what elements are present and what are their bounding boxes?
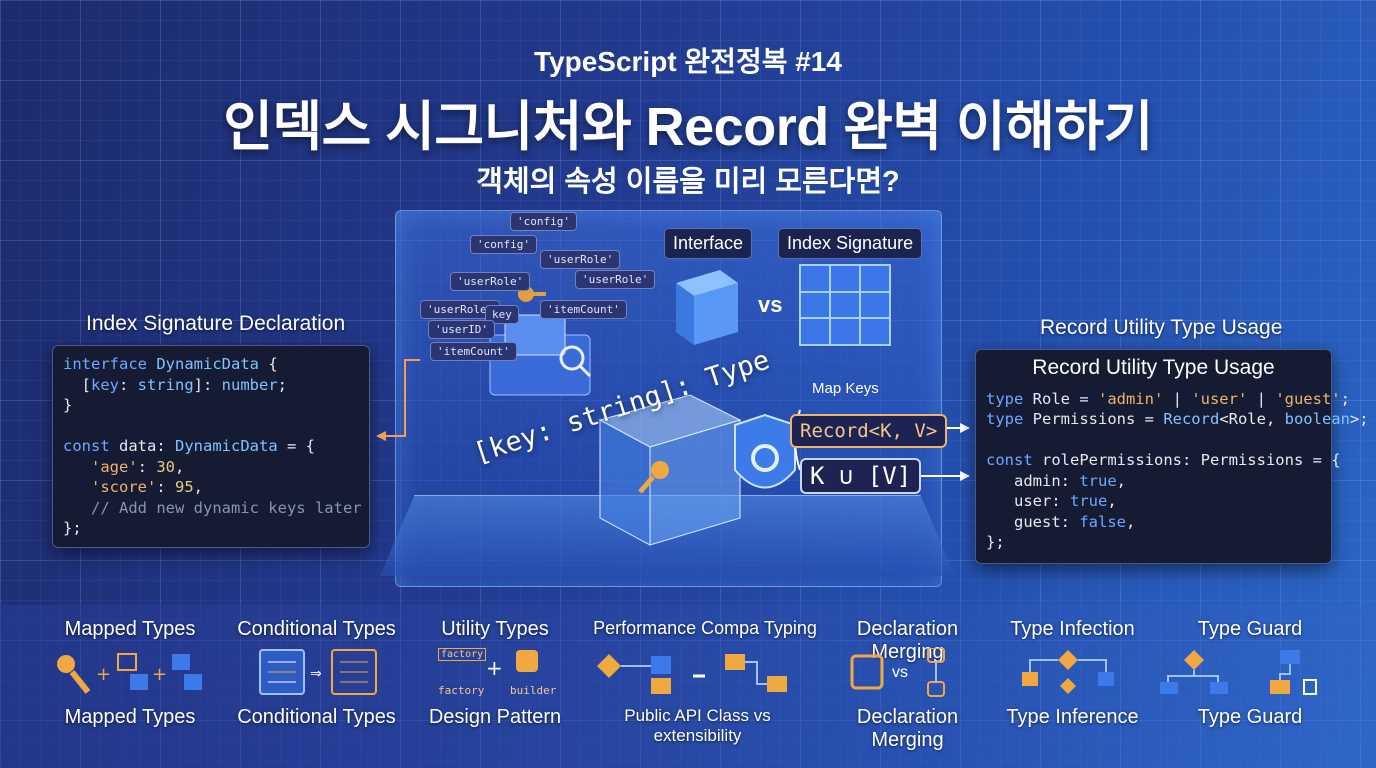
- code-line: };: [986, 533, 1005, 551]
- factory-label: factory: [438, 684, 485, 697]
- record-code-panel: Record Utility Type Usage type Role = 'ad…: [975, 349, 1369, 564]
- code-line: const rolePermissions: Permissions = {: [986, 451, 1341, 469]
- series-subtitle: TypeScript 완전정복 #14: [534, 46, 842, 77]
- declaration-merging-icon: [850, 648, 945, 697]
- builder-icon: [516, 650, 538, 672]
- index-signature-grid-icon: [799, 264, 891, 346]
- page-title: 인덱스 시그니처와 Record 완벽 이해하기: [223, 97, 1153, 157]
- code-line: guest: false,: [986, 512, 1136, 531]
- builder-label: builder: [510, 684, 557, 697]
- code-line: type Permissions = Record<Role, boolean>…: [986, 410, 1369, 428]
- type-guard-icon: [1160, 650, 1317, 695]
- feature-type-infection-title: Type Infection: [1010, 618, 1135, 640]
- key-tag: key: [485, 305, 519, 324]
- record-usage-label: Record Utility Type Usage: [1040, 316, 1283, 339]
- feature-performance-title: Performance Compa Typing: [593, 618, 817, 638]
- gold-key-icon: [638, 461, 669, 494]
- feature-design-pattern-caption: Design Pattern: [428, 706, 562, 728]
- mapped-types-icon: + +: [57, 653, 202, 694]
- feature-public-api-caption: Public API Class vs extensibility: [624, 706, 771, 745]
- key-tag: 'itemCount': [430, 342, 517, 361]
- index-signature-label: Index Signature Declaration: [86, 312, 346, 335]
- feature-mapped-types-caption: Mapped Types: [64, 706, 196, 728]
- interface-cube-icon: [676, 270, 738, 345]
- feature-conditional-types-title: Conditional Types: [237, 618, 396, 640]
- feature-type-guard-title: Type Guard: [1197, 618, 1303, 640]
- conditional-types-icon: ⇒: [259, 649, 377, 695]
- interface-label: Interface: [664, 228, 753, 259]
- factory-tag: factory: [438, 648, 487, 661]
- key-tag: 'userRole': [575, 270, 656, 289]
- key-tag: 'config': [470, 235, 537, 254]
- code-line: user: true,: [986, 492, 1117, 510]
- index-signature-code-panel: interface DynamicData { [key: string]: n…: [52, 345, 370, 548]
- feature-utility-types-title: Utility Types: [441, 618, 549, 640]
- key-tag: 'userRole': [450, 272, 531, 291]
- feature-declaration-merging-caption: Declaration Merging: [856, 706, 959, 751]
- arrow-to-left-panel: [376, 359, 420, 441]
- shield-icon: [734, 413, 796, 489]
- code-line: admin: true,: [986, 471, 1126, 490]
- code-line: [key: string]: number;: [63, 375, 288, 394]
- page-question: 객체의 속성 이름을 미리 모른다면?: [476, 166, 900, 198]
- svg-text:⇒: ⇒: [310, 666, 322, 682]
- feature-mapped-types-title: Mapped Types: [64, 618, 196, 640]
- index-signature-label: Index Signature: [778, 228, 923, 259]
- svg-text:+: +: [96, 664, 111, 685]
- feature-type-guard-caption: Type Guard: [1197, 706, 1303, 728]
- type-inference-icon: [1022, 650, 1114, 694]
- svg-text:+: +: [152, 664, 167, 685]
- feature-declaration-merging-title: Declaration Merging: [856, 618, 959, 663]
- key-tag: 'itemCount': [540, 300, 627, 319]
- code-line: }: [63, 396, 73, 414]
- code-line: // Add new dynamic keys later: [91, 498, 362, 517]
- map-keys-label: Map Keys: [812, 380, 879, 397]
- performance-flow-icon: [597, 654, 787, 694]
- key-tag: 'userRole': [420, 300, 501, 319]
- key-tag: 'userID': [428, 320, 495, 339]
- central-type-cube-icon: [598, 394, 742, 546]
- union-type-label: K ∪ [V]: [800, 458, 922, 494]
- key-tag: 'config': [510, 212, 577, 231]
- plus-icon: +: [486, 656, 503, 680]
- code-line: type Role = 'admin' | 'user' | 'guest';: [986, 389, 1350, 408]
- declaration-merging-vs: vs: [892, 664, 908, 681]
- code-line: interface DynamicData {: [63, 355, 278, 373]
- code-line: const data: DynamicData = {: [63, 437, 315, 455]
- key-tag: 'userRole': [540, 250, 621, 269]
- code-line: 'age': 30,: [91, 457, 185, 476]
- design-pattern-icon: factory factory + builder: [438, 648, 568, 700]
- code-line: 'score': 95,: [91, 478, 204, 496]
- feature-conditional-types-caption: Conditional Types: [237, 706, 396, 728]
- record-panel-title: Record Utility Type Usage: [1032, 356, 1275, 379]
- code-line: };: [63, 519, 82, 537]
- record-type-label: Record<K, V>: [790, 414, 948, 448]
- feature-band: [0, 605, 1376, 768]
- vs-label: vs: [758, 292, 783, 317]
- code-line: [986, 430, 1321, 451]
- feature-type-inference-caption: Type Inference: [1006, 706, 1139, 728]
